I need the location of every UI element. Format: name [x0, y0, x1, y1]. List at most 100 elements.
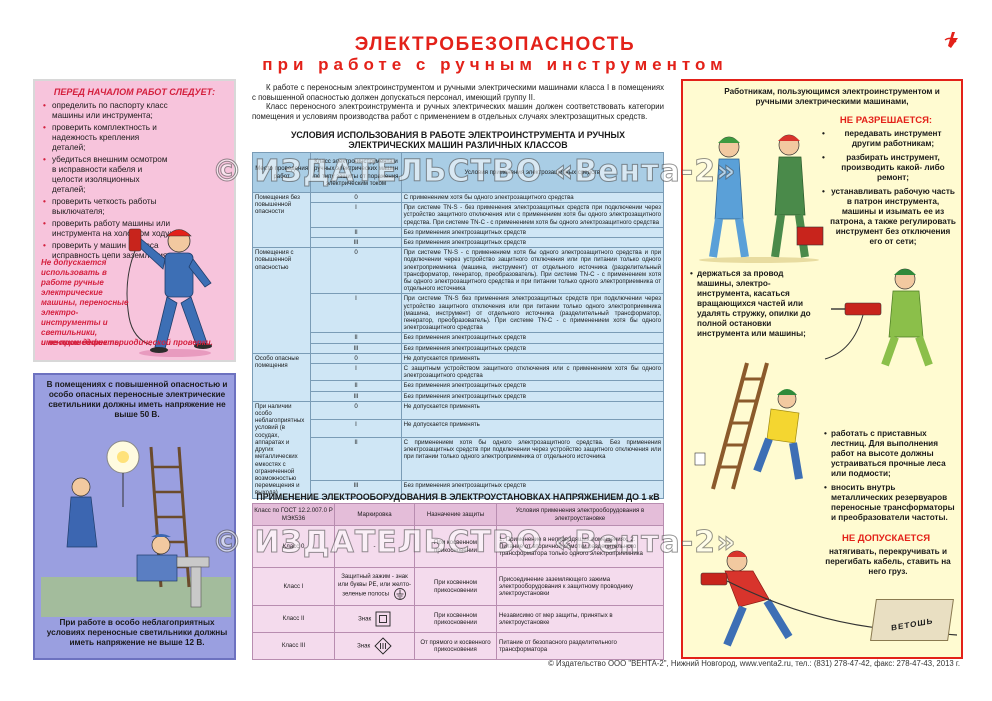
- table-row: I При системе TN-S без применения электр…: [253, 293, 665, 334]
- class-cell: I: [310, 363, 402, 382]
- list-item: держаться за провод машины, электро- инс…: [690, 269, 817, 339]
- list-item: проверить работу машины или инструмента …: [43, 219, 173, 239]
- ground-symbol-icon: [393, 587, 406, 600]
- table-row: II Без применения электрозащитных средст…: [253, 226, 665, 239]
- requirement-cell: Питание от безопасного разделительного т…: [496, 632, 664, 660]
- list-item: работать с приставных лестниц. Для выпол…: [824, 429, 959, 479]
- double-insulation-icon: [375, 611, 391, 627]
- forbidden-cable-heading: НЕ ДОПУСКАЕТСЯ: [841, 533, 931, 544]
- list-item: вносить внутрь металлических резервуаров…: [824, 483, 959, 523]
- list-item: передавать инструмент другим работникам;: [822, 129, 957, 149]
- class-cell: Класс II: [252, 605, 335, 633]
- marking-cell: Защитный зажим - знак или буквы PE, или …: [334, 567, 415, 606]
- poster-subtitle: при работе с ручным инструментом: [262, 55, 728, 74]
- table-row: II Без применения электрозащитных средст…: [253, 380, 665, 392]
- class-cell: Класс I: [252, 567, 335, 606]
- table-row: Класс 0 - При косвенном прикосновении 1.…: [252, 525, 664, 568]
- requirement-cell: Не допускается применять: [400, 352, 665, 365]
- prohibitions-list-3: работать с приставных лестниц. Для выпол…: [824, 429, 959, 527]
- class-cell: III: [310, 390, 402, 402]
- place-cell: Помещения без повышенной опасности: [251, 191, 312, 249]
- marking-text: Знак: [357, 642, 371, 650]
- requirement-cell: Не допускается применять: [400, 418, 665, 438]
- class-cell: I: [310, 293, 402, 334]
- prohibitions-intro: Работникам, пользующимся электроинструме…: [724, 87, 940, 106]
- table-header: Класс электро-инструмента и ручных элект…: [310, 152, 402, 193]
- requirement-cell: 1. Применение в непроводящих помещениях.…: [496, 525, 664, 568]
- class-cell: II: [310, 332, 402, 344]
- requirement-cell: Без применения электрозащитных средств: [400, 380, 665, 392]
- list-item: разбирать инструмент, производить какой-…: [822, 153, 957, 183]
- table-row: III Без применения электрозащитных средс…: [253, 237, 665, 249]
- publisher-logo-icon: [942, 28, 964, 50]
- pink-panel-warning: Не допускается использовать в работе руч…: [41, 258, 129, 347]
- table-row: Класс I Защитный зажим - знак или буквы …: [252, 567, 664, 606]
- class-cell: II: [310, 380, 402, 392]
- requirement-cell: Присоединение заземляющего зажима электр…: [496, 567, 664, 606]
- requirement-cell: При системе TN-S без применения электроз…: [400, 293, 665, 334]
- class-cell: Класс III: [252, 632, 335, 660]
- table2-title: ПРИМЕНЕНИЕ ЭЛЕКТРООБОРУДОВАНИЯ В ЭЛЕКТРО…: [256, 492, 660, 502]
- table-row: III Без применения электрозащитных средс…: [253, 479, 665, 499]
- place-cell: При наличии особо неблагоприятных услови…: [251, 400, 312, 499]
- worker-with-lamp-illustration: [41, 440, 231, 617]
- lamps-voltage-50-text: В помещениях с повышенной опасностью и о…: [46, 380, 228, 419]
- class-cell: 0: [310, 352, 402, 365]
- list-item: проверить четкость работы выключателя;: [43, 197, 173, 217]
- table-header: Условия применения электрозащитных средс…: [400, 152, 665, 193]
- table-row: Класс II Знак При косвенном прикосновени…: [252, 605, 664, 633]
- requirement-cell: Без применения электрозащитных средств: [400, 237, 665, 249]
- requirement-cell: Без применения электрозащитных средств: [400, 226, 665, 239]
- table-header: Назначение защиты: [414, 503, 497, 526]
- class-cell: II: [310, 226, 402, 239]
- table-row: I При системе TN-S - без применения элек…: [253, 202, 665, 228]
- table-row: I С защитным устройством защитного отклю…: [253, 363, 665, 382]
- table1-title: УСЛОВИЯ ИСПОЛЬЗОВАНИЯ В РАБОТЕ ЭЛЕКТРОИН…: [290, 130, 626, 150]
- table-row: I Не допускается применять: [253, 418, 665, 438]
- prohibitions-panel: Работникам, пользующимся электроинструме…: [681, 79, 963, 659]
- table-header: Маркировка: [334, 503, 415, 526]
- list-item: проверить у машин I класса исправность ц…: [43, 241, 173, 261]
- table-row: Помещения без повышенной опасности 0 С п…: [251, 191, 665, 249]
- pink-panel-warning-end: и не прошедшие периодической проверки.: [41, 338, 213, 347]
- requirement-cell: Без применения электрозащитных средств: [400, 342, 665, 354]
- rags-box: ВЕТОШЬ: [870, 599, 954, 641]
- table-header: Условия применения электрооборудования в…: [496, 503, 664, 526]
- class-cell: III: [310, 342, 402, 354]
- table-row: II С применением хотя бы одного электроз…: [253, 436, 665, 481]
- prohibitions-list-2: держаться за провод машины, электро- инс…: [690, 269, 817, 343]
- lamps-voltage-12-text: При работе в особо неблагоприятных услов…: [46, 618, 228, 647]
- before-work-list: определить по паспорту класс машины или …: [43, 101, 173, 263]
- marking-cell: Знак: [334, 632, 415, 660]
- table-header: Класс по ГОСТ 12.2.007.0 Р МЭК536: [252, 503, 335, 526]
- class-cell: III: [310, 479, 402, 499]
- requirement-cell: Без применения электрозащитных средств: [400, 390, 665, 402]
- list-item: устанавливать рабочую часть в патрон инс…: [822, 187, 957, 247]
- requirement-cell: С защитным устройством защитного отключе…: [400, 363, 665, 382]
- class-cell: I: [310, 202, 402, 228]
- intro-paragraph: К работе с переносным электроинструменто…: [252, 83, 664, 102]
- place-cell: Помещения с повышенной опасностью: [251, 247, 312, 354]
- cable-under-load-illustration: [700, 550, 958, 647]
- portable-lamps-panel: В помещениях с повышенной опасностью и о…: [33, 373, 236, 660]
- equipment-classes-table: Класс по ГОСТ 12.2.007.0 Р МЭК536 Маркир…: [252, 503, 664, 660]
- table-row: II Без применения электрозащитных средст…: [253, 332, 665, 344]
- table-row: Помещения с повышенной опасностью 0 При …: [251, 247, 665, 354]
- prohibitions-list-1: передавать инструмент другим работникам;…: [822, 129, 957, 251]
- before-work-panel: ПЕРЕД НАЧАЛОМ РАБОТ СЛЕДУЕТ: определить …: [33, 79, 236, 362]
- purpose-cell: При косвенном прикосновении: [414, 567, 497, 606]
- table-row: III Без применения электрозащитных средс…: [253, 342, 665, 354]
- table-row: III Без применения электрозащитных средс…: [253, 390, 665, 402]
- marking-text: Знак: [358, 615, 372, 623]
- requirement-cell: С применением хотя бы одного электрозащи…: [400, 191, 665, 204]
- publisher-footer: © Издательство ООО "ВЕНТА-2", Нижний Нов…: [548, 659, 960, 668]
- class-cell: II: [310, 436, 402, 481]
- marking-cell: Знак: [334, 605, 415, 633]
- purpose-cell: При косвенном прикосновении: [414, 525, 497, 568]
- class-cell: I: [310, 418, 402, 438]
- intro-text: К работе с переносным электроинструменто…: [252, 83, 664, 121]
- requirement-cell: При системе TN-S - без применения электр…: [400, 202, 665, 228]
- class-cell: III: [310, 237, 402, 249]
- requirement-cell: При системе TN-S - с применением хотя бы…: [400, 247, 665, 295]
- requirement-cell: С применением хотя бы одного электрозащи…: [400, 436, 665, 481]
